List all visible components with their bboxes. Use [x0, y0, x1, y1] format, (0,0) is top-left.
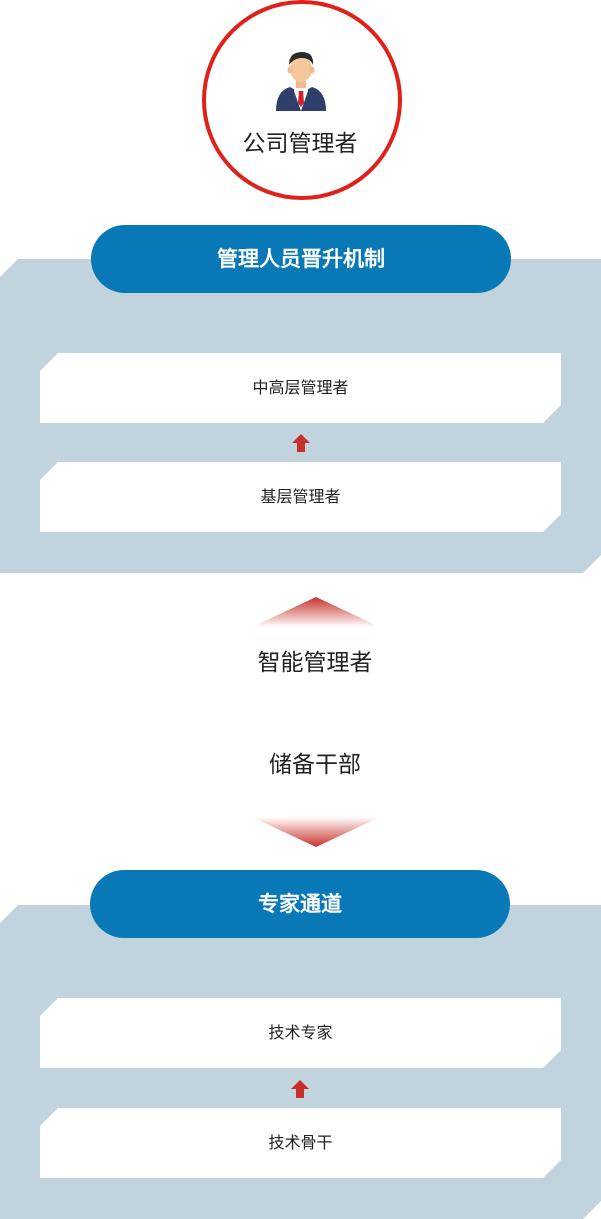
level-card-mid-senior: 中高层管理者: [40, 353, 561, 423]
top-role-circle: [202, 0, 402, 200]
reserve-cadre-label: 储备干部: [269, 752, 361, 778]
smart-manager-label: 智能管理者: [257, 650, 373, 676]
expert-track-title: 专家通道: [90, 870, 510, 938]
level-card-tech-backbone: 技术骨干: [40, 1108, 561, 1178]
manager-avatar-icon: [276, 52, 326, 111]
top-role-label: 公司管理者: [242, 131, 358, 157]
up-arrow-icon: [291, 1080, 309, 1098]
up-wedge-arrow-icon: [252, 597, 380, 627]
level-card-junior: 基层管理者: [40, 462, 561, 532]
up-arrow-icon: [292, 434, 310, 452]
down-wedge-arrow-icon: [252, 817, 380, 847]
level-card-tech-expert: 技术专家: [40, 998, 561, 1068]
management-track-title: 管理人员晋升机制: [91, 225, 511, 293]
